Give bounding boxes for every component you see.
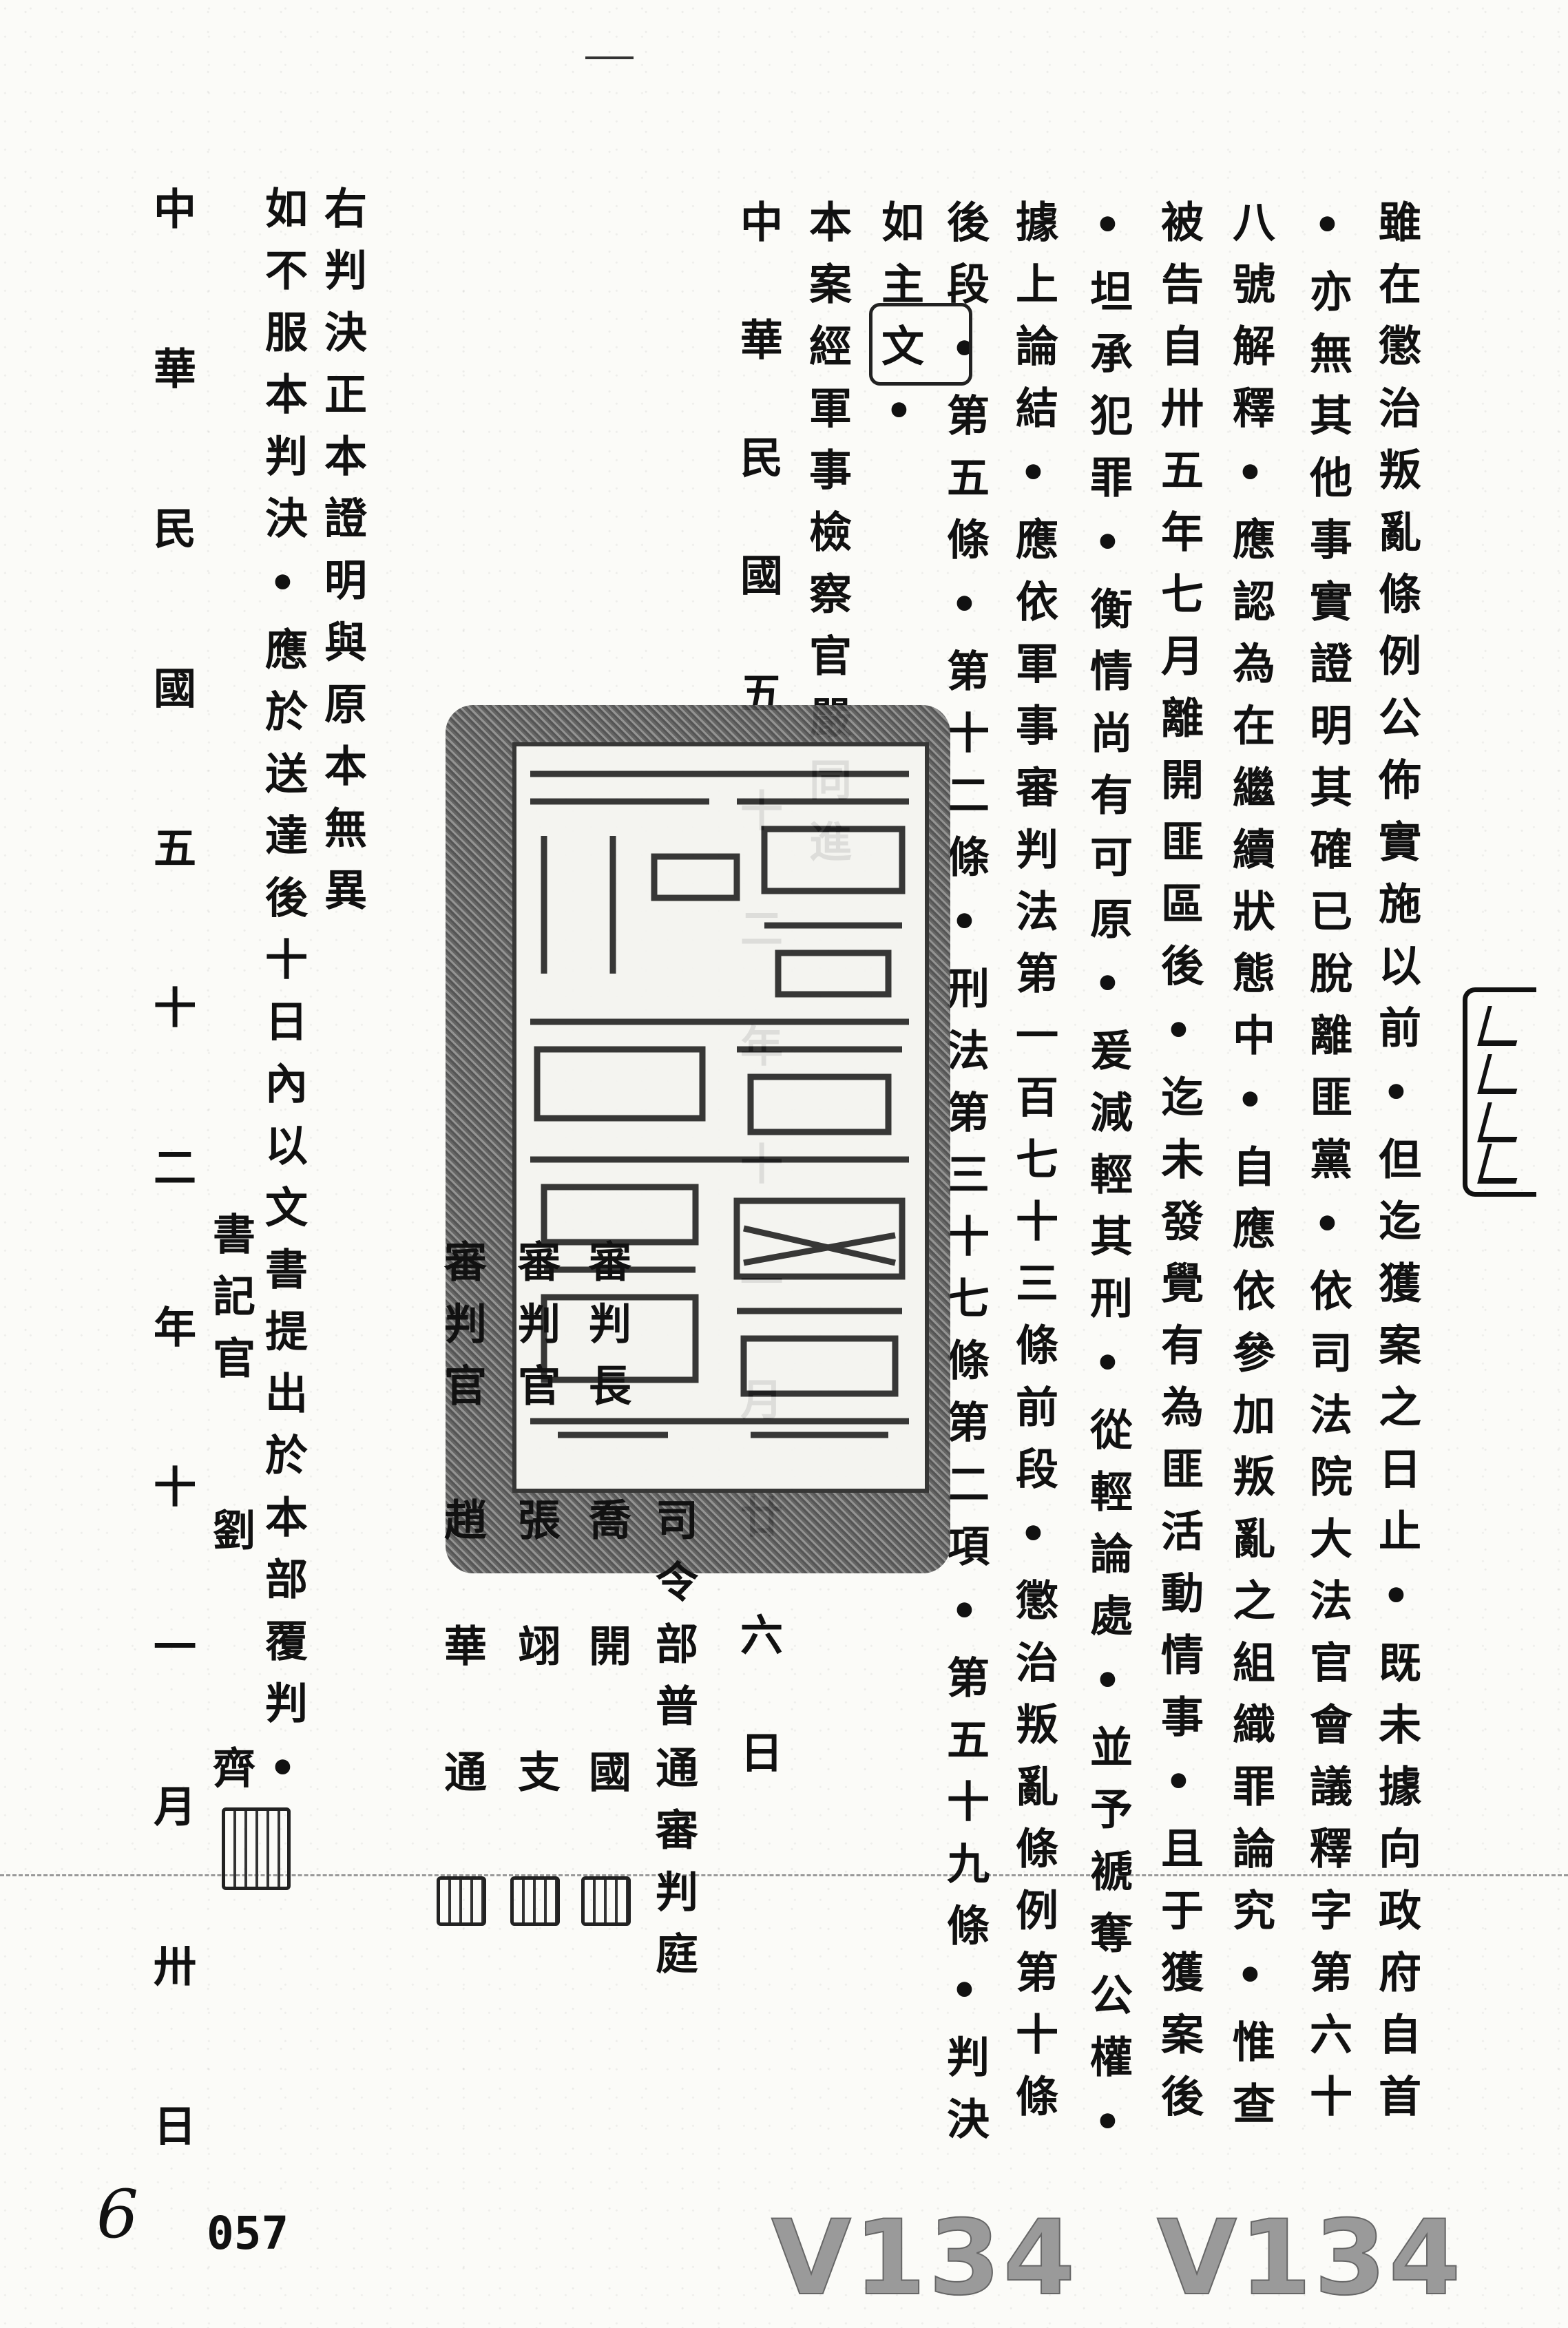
issue-date: 中華民國五十二年十一月卅日 xyxy=(146,187,196,2263)
watermark-bottom: V134 xyxy=(1156,2199,1464,2318)
judge-name-2: 張翊支 xyxy=(510,1498,561,1876)
scan-fold-line xyxy=(0,1874,1568,1876)
body-column-4: 被告自卅五年七月離開匪區後•迄未發覺有為匪活動情事•且于獲案後 xyxy=(1153,200,1204,2136)
seal-inner-panel xyxy=(512,742,929,1493)
judge-name-3: 趙華通 xyxy=(437,1498,487,1876)
scratch-mark xyxy=(585,56,634,59)
body-column-8: 如主文• xyxy=(874,200,924,455)
seal-script-icon xyxy=(530,770,909,1438)
margin-stamp xyxy=(1463,987,1536,1197)
body-column-6: 據上論結•應依軍事審判法第一百七十三條前段•懲治叛亂條例第十條 xyxy=(1008,200,1058,2136)
judge-title-1: 審判長 xyxy=(581,1239,631,1425)
body-column-5: •坦承犯罪•衡情尚有可原•爰減輕其刑•從輕論處•並予褫奪公權• xyxy=(1083,200,1133,2166)
clerk-seal xyxy=(222,1807,291,1890)
watermark-top: V134 xyxy=(771,2199,1078,2318)
certification-text: 右判決正本證明與原本無異 xyxy=(317,186,367,930)
judge-seal-2 xyxy=(510,1876,560,1926)
appeal-notice: 如不服本判決•應於送達後十日內以文書提出於本部覆判• xyxy=(258,186,308,1812)
judge-seal-1 xyxy=(581,1876,631,1926)
judge-title-2: 審判官 xyxy=(510,1239,561,1425)
clerk-surname: 劉 xyxy=(205,1508,255,1570)
body-column-3: 八號解釋•應認為在繼續狀態中•自應依參加叛亂之組織罪論究•惟查 xyxy=(1225,200,1275,2143)
judge-name-1: 喬開國 xyxy=(581,1498,631,1876)
body-column-2: •亦無其他事實證明其確已脫離匪黨•依司法院大法官會議釋字第六十 xyxy=(1302,200,1352,2136)
court-name: 司令部普通審判庭 xyxy=(648,1498,698,1993)
correction-seal xyxy=(869,303,972,386)
official-court-seal xyxy=(446,705,950,1573)
handwritten-mark: 6 xyxy=(96,2176,139,2253)
page-number: 057 xyxy=(207,2207,289,2260)
judge-title-3: 審判官 xyxy=(437,1239,487,1425)
clerk-given-name: 齊 xyxy=(205,1745,255,1807)
body-column-1: 雖在懲治叛亂條例公佈實施以前•但迄獲案之日止•既未據向政府自首 xyxy=(1371,200,1421,2136)
clerk-title: 書記官 xyxy=(205,1212,255,1398)
judge-seal-3 xyxy=(437,1876,486,1926)
